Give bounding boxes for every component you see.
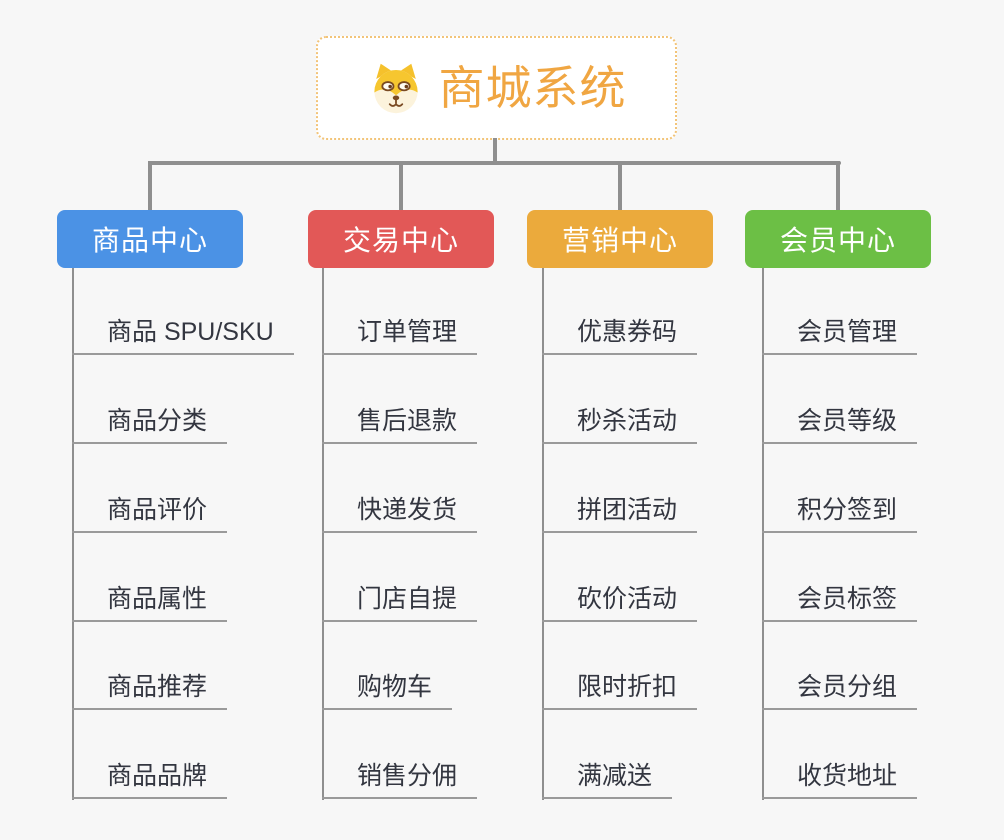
branch-node[interactable]: 会员中心 (745, 210, 931, 268)
child-node[interactable]: 秒杀活动 (542, 408, 698, 444)
child-node[interactable]: 收货地址 (762, 763, 918, 799)
connector-column-line (72, 268, 74, 800)
child-node[interactable]: 会员标签 (762, 586, 918, 622)
child-node[interactable]: 商品评价 (72, 497, 228, 533)
child-node[interactable]: 购物车 (322, 674, 453, 710)
connector-branch-drop (148, 161, 152, 210)
child-node[interactable]: 满减送 (542, 763, 673, 799)
child-node[interactable]: 拼团活动 (542, 497, 698, 533)
connector-branch-drop (618, 161, 622, 210)
child-node[interactable]: 会员等级 (762, 408, 918, 444)
dog-face-icon (367, 61, 425, 115)
child-node[interactable]: 砍价活动 (542, 586, 698, 622)
branch-node[interactable]: 交易中心 (308, 210, 494, 268)
child-node[interactable]: 优惠券码 (542, 319, 698, 355)
connector-column-line (762, 268, 764, 800)
child-node[interactable]: 商品分类 (72, 408, 228, 444)
child-node[interactable]: 商品品牌 (72, 763, 228, 799)
branch-node[interactable]: 营销中心 (527, 210, 713, 268)
child-node[interactable]: 会员分组 (762, 674, 918, 710)
child-node[interactable]: 销售分佣 (322, 763, 478, 799)
connector-branch-drop (836, 161, 840, 210)
child-node[interactable]: 商品推荐 (72, 674, 228, 710)
root-node-label: 商城系统 (438, 62, 627, 114)
child-node[interactable]: 门店自提 (322, 586, 478, 622)
connector-root-drop (493, 138, 497, 163)
child-node[interactable]: 会员管理 (762, 319, 918, 355)
child-node[interactable]: 积分签到 (762, 497, 918, 533)
child-node[interactable]: 限时折扣 (542, 674, 698, 710)
connector-column-line (542, 268, 544, 800)
connector-column-line (322, 268, 324, 800)
child-node[interactable]: 订单管理 (322, 319, 478, 355)
child-node[interactable]: 售后退款 (322, 408, 478, 444)
branch-node[interactable]: 商品中心 (57, 210, 243, 268)
child-node[interactable]: 商品属性 (72, 586, 228, 622)
connector-branch-drop (399, 161, 403, 210)
child-node[interactable]: 快递发货 (322, 497, 478, 533)
root-node[interactable]: 商城系统 (316, 36, 677, 140)
child-node[interactable]: 商品 SPU/SKU (72, 319, 294, 355)
connector-bus (148, 161, 841, 165)
